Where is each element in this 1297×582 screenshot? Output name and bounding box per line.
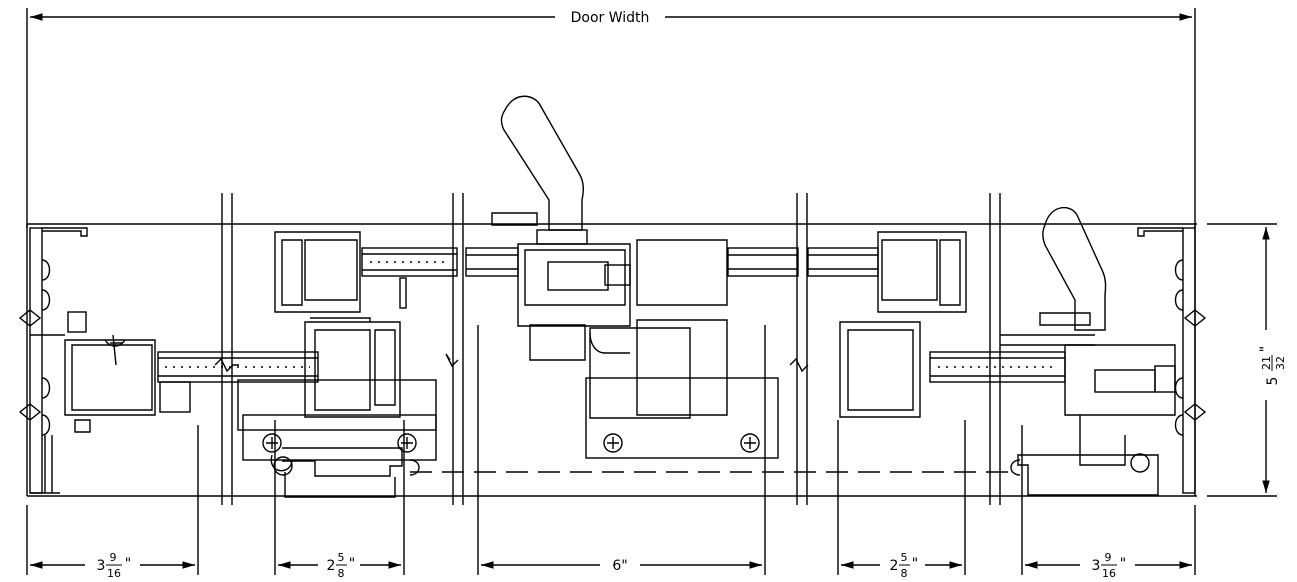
dim-b-label: 2 5 8 " — [327, 551, 356, 580]
svg-text:5: 5 — [901, 551, 908, 564]
center-handle-latch — [491, 212, 538, 226]
svg-text:2: 2 — [327, 558, 336, 574]
track-lines — [214, 193, 1001, 505]
svg-text:21: 21 — [1260, 356, 1273, 370]
height-label: 5 21 32 " — [1258, 346, 1287, 386]
left-lower-glazing — [157, 351, 319, 413]
left-jamb — [18, 227, 156, 494]
svg-text:3: 3 — [97, 558, 106, 574]
door-width-label: Door Width — [571, 10, 650, 26]
svg-text:": " — [1120, 556, 1126, 572]
svg-text:5: 5 — [1265, 377, 1281, 386]
height-dimension — [1207, 223, 1277, 497]
right-handle-latch — [1039, 312, 1091, 326]
svg-text:8: 8 — [338, 567, 345, 580]
svg-text:2: 2 — [890, 558, 899, 574]
dim-d-label: 2 5 8 " — [890, 551, 919, 580]
svg-text:5: 5 — [338, 551, 345, 564]
svg-text:32: 32 — [1274, 356, 1287, 370]
bottom-extension-lines — [26, 325, 1196, 575]
right-jamb — [1000, 227, 1207, 496]
dim-e-label: 3 9 16 " — [1092, 551, 1127, 580]
dim-a-label: 3 9 16 " — [97, 551, 132, 580]
svg-text:9: 9 — [110, 551, 117, 564]
center-lock-stile — [465, 229, 799, 459]
center-handle — [500, 95, 585, 231]
right-handle — [1042, 206, 1107, 331]
svg-text:8: 8 — [901, 567, 908, 580]
svg-text:": " — [125, 556, 131, 572]
door-width-dimension — [26, 8, 1196, 228]
svg-text:16: 16 — [1102, 567, 1116, 580]
svg-text:": " — [349, 556, 355, 572]
left-center-stile — [274, 231, 458, 418]
svg-text:": " — [1258, 346, 1274, 352]
right-center-stile — [807, 231, 1066, 418]
svg-text:9: 9 — [1105, 551, 1112, 564]
svg-text:3: 3 — [1092, 558, 1101, 574]
left-bottom-rail — [237, 379, 437, 498]
dim-c-label: 6" — [612, 558, 627, 574]
svg-text:": " — [912, 556, 918, 572]
svg-text:16: 16 — [107, 567, 121, 580]
